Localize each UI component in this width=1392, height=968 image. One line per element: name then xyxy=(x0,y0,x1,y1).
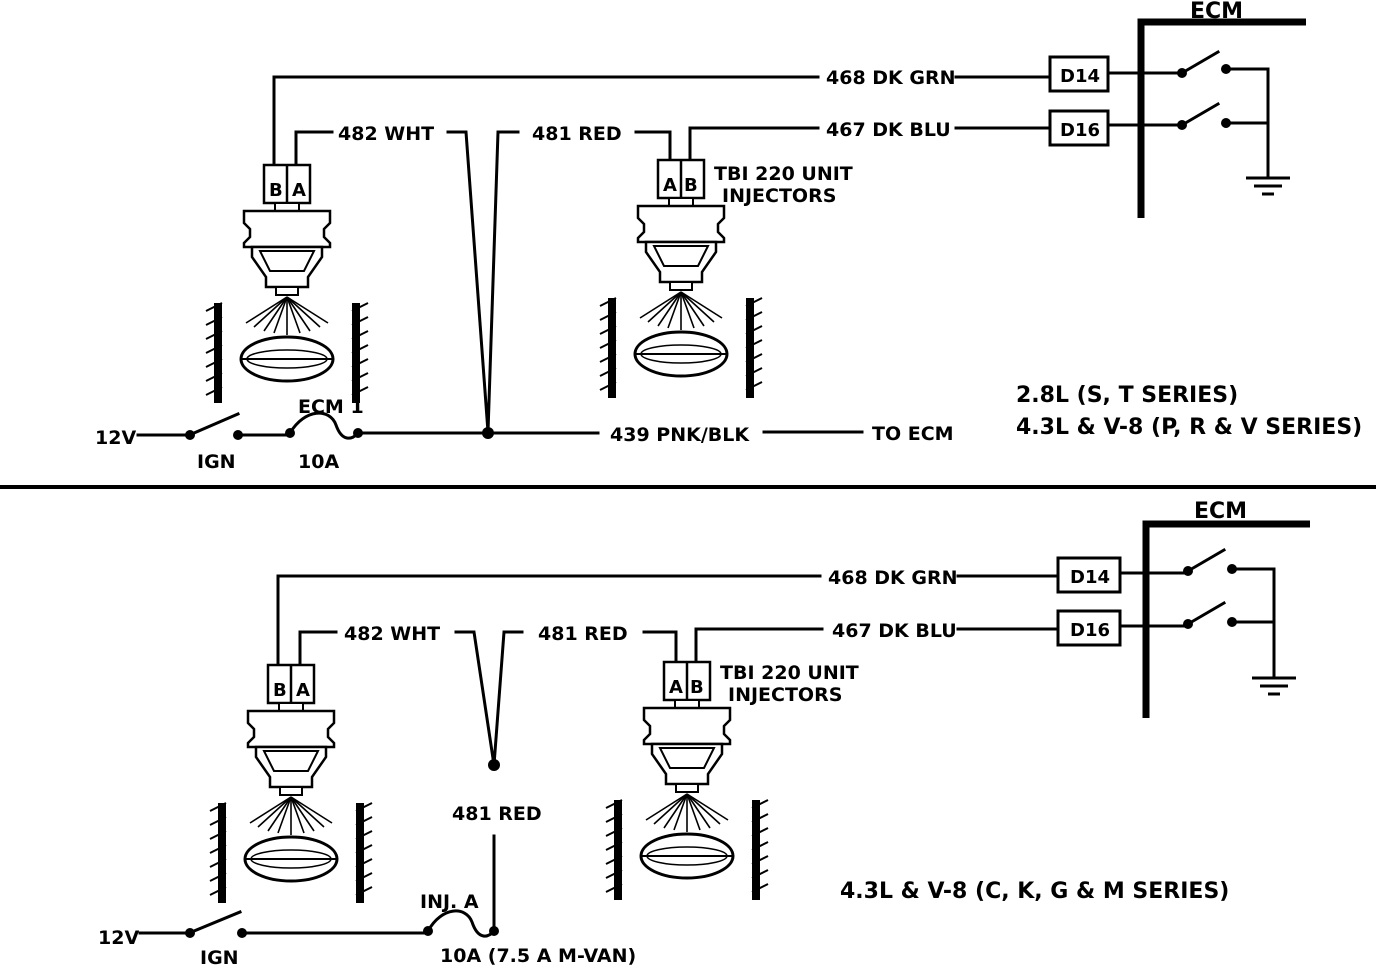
top-wire-439-label: 439 PNK/BLK xyxy=(610,424,750,446)
top-wire-467-label: 467 DK BLU xyxy=(826,119,951,141)
top-to-ecm-label: TO ECM xyxy=(872,423,954,445)
top-series-line-1: 2.8L (S, T SERIES) xyxy=(1016,383,1238,408)
top-injector-label-2: INJECTORS xyxy=(722,185,836,207)
bottom-ecm-label: ECM xyxy=(1194,499,1247,524)
bottom-wire-468-label: 468 DK GRN xyxy=(828,567,958,589)
top-injector-right-pin-b: B xyxy=(684,175,698,196)
bottom-wire-467-label: 467 DK BLU xyxy=(832,620,957,642)
bottom-fuse-name: INJ. A xyxy=(420,891,479,913)
bottom-fuse-rating: 10A (7.5 A M-VAN) xyxy=(440,945,636,967)
bottom-terminal-d14 xyxy=(1056,556,1122,594)
top-fuse-name: ECM 1 xyxy=(298,396,364,418)
top-ecm-label: ECM xyxy=(1190,0,1243,24)
top-injector-right-pin-a: A xyxy=(663,175,677,196)
bottom-injector-left-pin-b: B xyxy=(273,680,287,701)
bottom-terminal-d14-label: D14 xyxy=(1070,567,1110,588)
bottom-series-line: 4.3L & V-8 (C, K, G & M SERIES) xyxy=(840,879,1229,904)
bottom-wire-481-label: 481 RED xyxy=(538,623,628,645)
bottom-injector-left: B A xyxy=(208,663,374,905)
top-injector-left-pin-a: A xyxy=(292,180,306,201)
bottom-injector-left-pin-a: A xyxy=(296,680,310,701)
bottom-ign-label: IGN xyxy=(200,947,239,968)
bottom-terminal-d16-label: D16 xyxy=(1070,620,1110,641)
bottom-injector-right-pin-b: B xyxy=(690,677,704,698)
top-wire-468-label: 468 DK GRN xyxy=(826,67,956,89)
bottom-injector-label-1: TBI 220 UNIT xyxy=(720,662,859,684)
top-ign-label: IGN xyxy=(197,451,236,473)
top-wire-481-label: 481 RED xyxy=(532,123,622,145)
top-series-line-2: 4.3L & V-8 (P, R & V SERIES) xyxy=(1016,415,1362,440)
top-fuse-rating: 10A xyxy=(298,451,339,473)
top-terminal-d16 xyxy=(1048,109,1110,147)
top-terminal-d16-label: D16 xyxy=(1060,120,1100,141)
top-injector-left-pin-b: B xyxy=(269,180,283,201)
top-injector-label-1: TBI 220 UNIT xyxy=(714,163,853,185)
bottom-wire-482-label: 482 WHT xyxy=(344,623,440,645)
bottom-injector-right: A B xyxy=(604,660,770,902)
bottom-diagram: ECM 468 DK GRN D14 467 DK BLU D16 482 WH… xyxy=(98,499,1310,968)
top-diagram: ECM 468 DK GRN D14 467 DK BLU D16 482 WH… xyxy=(95,0,1362,473)
top-injector-left: B A xyxy=(204,163,370,405)
bottom-injector-right-pin-a: A xyxy=(669,677,683,698)
top-terminal-d14-label: D14 xyxy=(1060,66,1100,87)
top-ecm-frame xyxy=(1137,18,1306,218)
bottom-ecm-frame xyxy=(1142,520,1310,718)
bottom-injector-label-2: INJECTORS xyxy=(728,684,842,706)
bottom-supply-label: 12V xyxy=(98,927,139,949)
bottom-wire-481-mid-label: 481 RED xyxy=(452,803,542,825)
top-injector-right: A B xyxy=(598,158,764,400)
bottom-terminal-d16 xyxy=(1056,609,1122,647)
top-supply-label: 12V xyxy=(95,427,136,449)
top-wire-482-label: 482 WHT xyxy=(338,123,434,145)
